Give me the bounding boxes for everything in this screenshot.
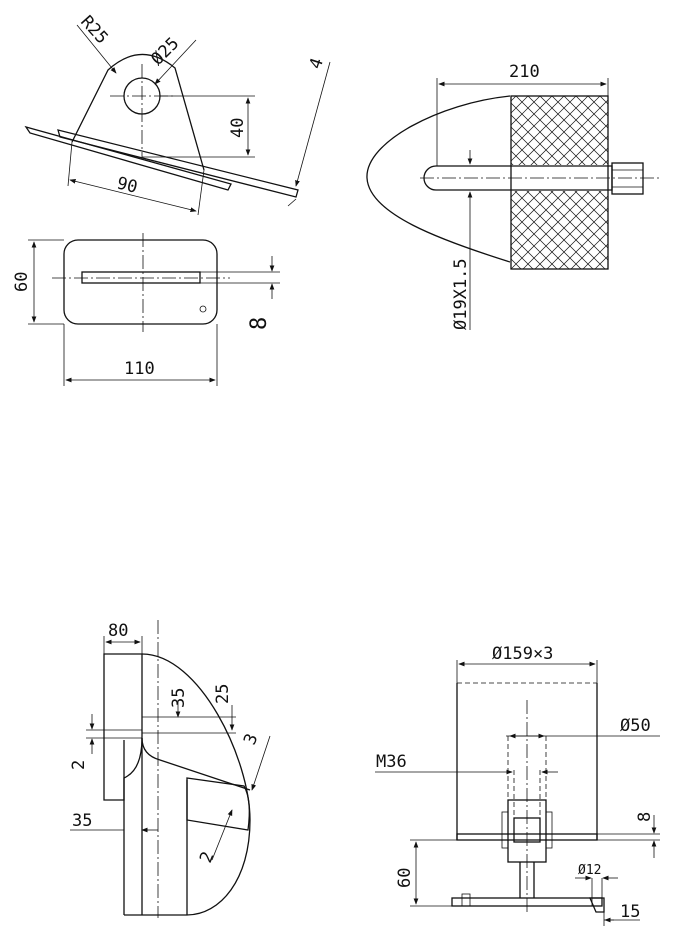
bracket-top-width-label: 110 bbox=[124, 359, 155, 379]
roller-hub-label: Ø50 bbox=[620, 716, 651, 736]
roller-base-height-label: 60 bbox=[395, 868, 415, 888]
roller-drum-label: Ø159×3 bbox=[492, 644, 553, 664]
roller-thread-label: M36 bbox=[376, 752, 407, 772]
fender-nut bbox=[611, 162, 644, 195]
bracket-support-plate bbox=[57, 129, 299, 198]
fender-shaft bbox=[423, 165, 613, 191]
cone-gap-label: 2 bbox=[69, 760, 89, 770]
bracket-thickness-label: 4 bbox=[306, 56, 328, 72]
bracket-width-label: 90 bbox=[115, 173, 140, 197]
fender-cone bbox=[366, 95, 511, 263]
bracket-height-label: 40 bbox=[228, 118, 248, 138]
roller-pin-label: Ø12 bbox=[578, 863, 601, 878]
fender-rubber-upper bbox=[511, 96, 608, 165]
cone-right-wall bbox=[186, 777, 250, 831]
fender-shaft-label: Ø19X1.5 bbox=[451, 258, 471, 330]
cone-offset-label: 35 bbox=[72, 811, 92, 831]
cone-flange bbox=[141, 737, 251, 791]
bracket-top-height-label: 60 bbox=[12, 272, 32, 292]
roller-plate-label: 8 bbox=[635, 812, 655, 822]
cone-plate-label: 3 bbox=[240, 731, 262, 748]
bracket-radius-label: R25 bbox=[76, 12, 111, 48]
view-cone-section: 80 35 25 2 35 3 2 bbox=[69, 620, 271, 918]
cone-left-wall bbox=[103, 653, 143, 801]
view-bracket-side: R25 Ø25 40 90 4 bbox=[24, 12, 331, 216]
view-roller-assembly: Ø159×3 Ø50 M36 8 60 bbox=[375, 644, 660, 926]
cone-depth-a-label: 35 bbox=[169, 688, 189, 708]
bracket-slot bbox=[81, 271, 201, 284]
cone-width-label: 80 bbox=[108, 621, 128, 641]
bracket-hole-label: Ø25 bbox=[147, 34, 183, 70]
cone-depth-b-label: 25 bbox=[213, 684, 233, 704]
fender-rubber-lower bbox=[511, 191, 608, 269]
bracket-slot-label: 8 bbox=[247, 317, 272, 330]
fender-length-label: 210 bbox=[509, 62, 540, 82]
view-fender-section: 210 Ø19X1.5 bbox=[366, 62, 660, 330]
view-bracket-top: 60 110 8 bbox=[12, 233, 280, 386]
bracket-small-hole bbox=[199, 305, 207, 313]
bracket-base-plate bbox=[24, 125, 232, 191]
roller-flange-label: 15 bbox=[620, 902, 640, 922]
bracket-lug bbox=[71, 53, 205, 171]
bracket-top-outline bbox=[63, 239, 218, 325]
